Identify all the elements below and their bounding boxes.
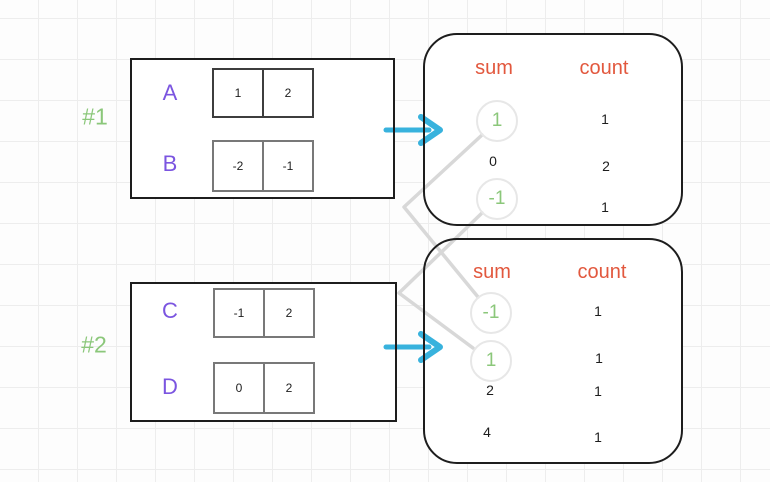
count-value: 2: [602, 158, 610, 174]
array-a-cells: 1 2: [212, 68, 314, 118]
count-header: count: [577, 261, 627, 283]
array-label-c: C: [162, 298, 178, 323]
array-b-cells: -2 -1: [212, 140, 314, 192]
sum-value-circled: 1: [470, 340, 512, 382]
sum-value-circled: -1: [476, 178, 518, 220]
count-header: count: [579, 57, 629, 79]
array-cell: -2: [212, 140, 264, 192]
count-value: 1: [594, 429, 602, 445]
array-cell: 0: [213, 362, 265, 414]
array-cell: -1: [262, 140, 314, 192]
array-cell: 2: [263, 362, 315, 414]
count-value: 1: [595, 350, 603, 366]
sum-value-circled: -1: [470, 292, 512, 334]
sum-value-circled: 1: [476, 100, 518, 142]
count-value: 1: [594, 303, 602, 319]
count-value: 1: [601, 111, 609, 127]
count-value: 1: [594, 383, 602, 399]
count-value: 1: [601, 199, 609, 215]
array-label-d: D: [162, 374, 178, 399]
array-cell: 2: [262, 68, 314, 118]
sum-value: 4: [483, 424, 491, 440]
sum-header: sum: [473, 261, 511, 283]
array-d-cells: 0 2: [213, 362, 315, 414]
result-1-box: [423, 33, 683, 226]
array-c-cells: -1 2: [213, 288, 315, 338]
result-2-box: [423, 238, 683, 464]
example-2-label: #2: [81, 331, 107, 358]
array-cell: 2: [263, 288, 315, 338]
array-label-a: A: [162, 80, 178, 105]
sum-header: sum: [475, 57, 513, 79]
example-1-label: #1: [82, 103, 108, 130]
sum-value: 2: [486, 382, 494, 398]
array-label-b: B: [162, 151, 178, 176]
example-2-box: [130, 282, 397, 422]
array-cell: -1: [213, 288, 265, 338]
array-cell: 1: [212, 68, 264, 118]
sum-value: 0: [489, 153, 497, 169]
